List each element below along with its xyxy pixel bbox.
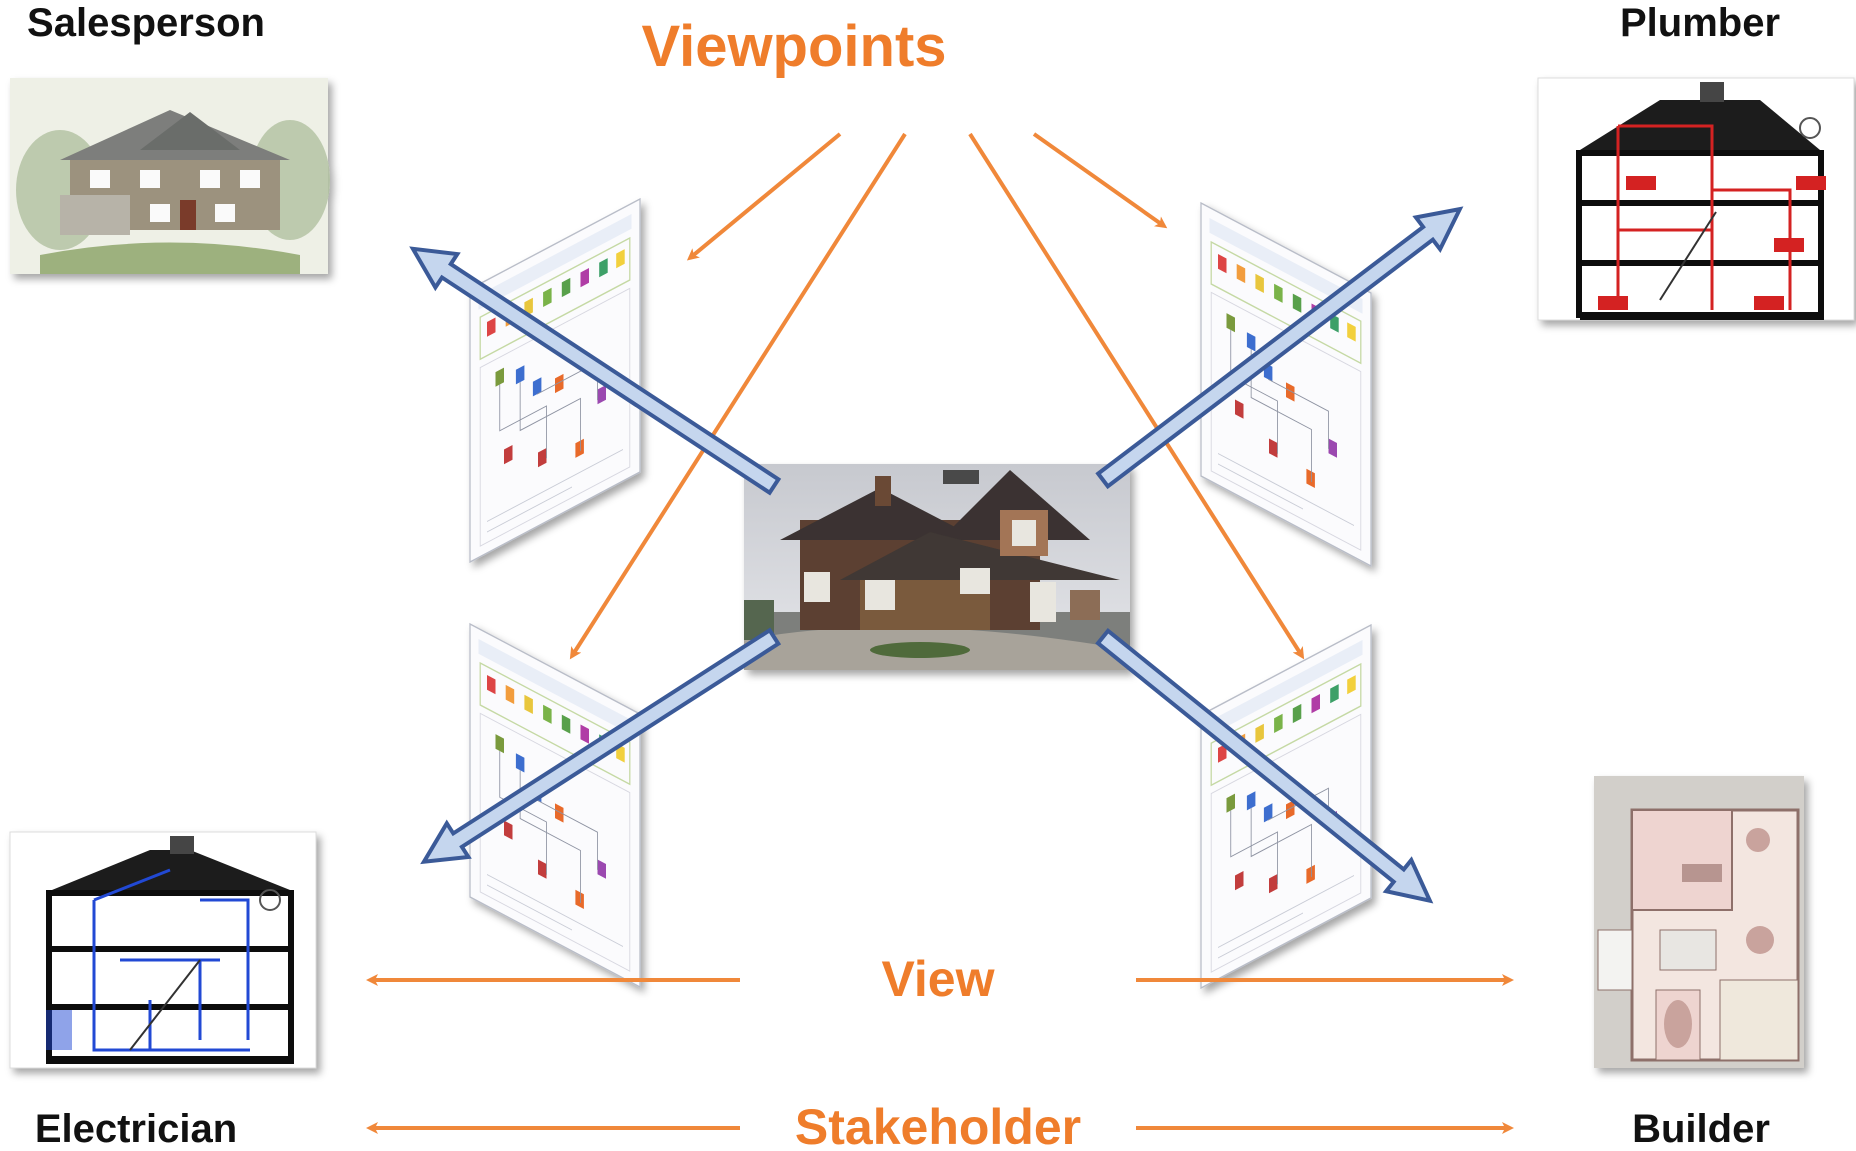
model-panel-bottom-right	[1200, 624, 1372, 989]
electrical-section-image	[9, 831, 317, 1069]
view-arrows	[409, 206, 1464, 904]
center-house-photo	[744, 464, 1130, 670]
electrician-label: Electrician	[35, 1107, 237, 1151]
plumber-label: Plumber	[1620, 1, 1780, 45]
viewpoint-arrows	[569, 132, 1305, 660]
view-row: View	[366, 951, 1514, 1007]
view-label: View	[881, 951, 994, 1007]
salesperson-label: Salesperson	[27, 1, 265, 45]
viewpoints-title: Viewpoints	[641, 14, 946, 79]
stakeholder-label: Stakeholder	[795, 1099, 1081, 1151]
house-sketch-image	[10, 78, 330, 274]
builder-label: Builder	[1632, 1107, 1770, 1151]
plumbing-section-image	[1537, 77, 1855, 321]
floor-plan-image	[1594, 776, 1804, 1068]
stakeholder-row: Stakeholder	[366, 1099, 1514, 1151]
